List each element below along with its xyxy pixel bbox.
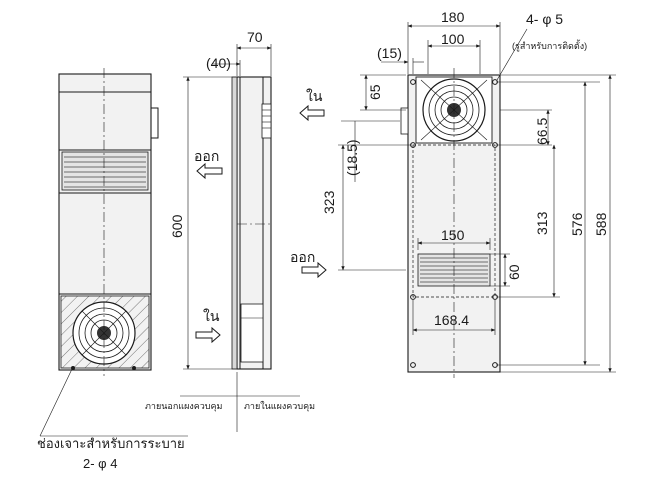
air-in-side-label: ใน (203, 308, 220, 324)
rear-view (400, 68, 501, 378)
dim-313: 313 (534, 211, 550, 235)
outside-panel-label: ภายนอกแผงควบคุม (145, 401, 223, 412)
air-out-side-label: ออก (194, 148, 219, 164)
depth-70: 70 (247, 29, 263, 45)
height-600: 600 (169, 214, 185, 238)
inner-100: 100 (441, 31, 465, 47)
air-out-side-arrow (196, 162, 223, 180)
dim-65: 65 (367, 84, 383, 100)
dim-576: 576 (569, 212, 585, 236)
dim-18-5: (18.5) (344, 139, 360, 176)
width-150: 150 (441, 227, 465, 243)
lower-fan-grille (60, 295, 150, 369)
air-in-side-arrow (195, 326, 221, 344)
drain-hole-callout: ช่องเจาะสำหรับการระบาย 2- φ 4 (37, 368, 188, 471)
side-handle (150, 107, 159, 139)
offset-40: (40) (206, 55, 231, 71)
air-in-top-label: ใน (306, 88, 323, 104)
air-in-top-arrow (299, 104, 325, 122)
height-60: 60 (506, 264, 522, 280)
side-view-airflow: ออก ใน (194, 148, 223, 344)
side-view (180, 76, 300, 432)
drain-count-label: 2- φ 4 (83, 456, 117, 471)
mount-holes-note: (รูสำหรับการติดตั้ง) (512, 39, 587, 52)
terminal-block (261, 103, 272, 139)
dim-588: 588 (593, 212, 609, 236)
rear-bracket (400, 107, 409, 135)
air-out-rear-label: ออก (290, 249, 315, 265)
drain-hole-label: ช่องเจาะสำหรับการระบาย (37, 436, 185, 451)
rear-view-airflow: ใน ออก (290, 88, 327, 279)
rear-view-dimensions: 180 100 (15) 4- φ 5 (รูสำหรับการติดตั้ง)… (321, 9, 616, 373)
mount-holes-label: 4- φ 5 (526, 11, 563, 27)
dim-66-5: 66.5 (534, 118, 550, 145)
air-out-rear-arrow (301, 261, 327, 279)
offset-15: (15) (377, 45, 402, 61)
width-168-4: 168.4 (434, 312, 469, 328)
dim-323: 323 (321, 190, 337, 214)
front-view (58, 68, 159, 376)
inside-panel-label: ภายในแผงควบคุม (244, 401, 315, 412)
upper-vent (61, 151, 149, 191)
side-view-dimensions: 70 (40) 600 ภายนอกแผงควบคุม ภายในแผงควบค… (145, 29, 315, 412)
width-180: 180 (441, 9, 465, 25)
